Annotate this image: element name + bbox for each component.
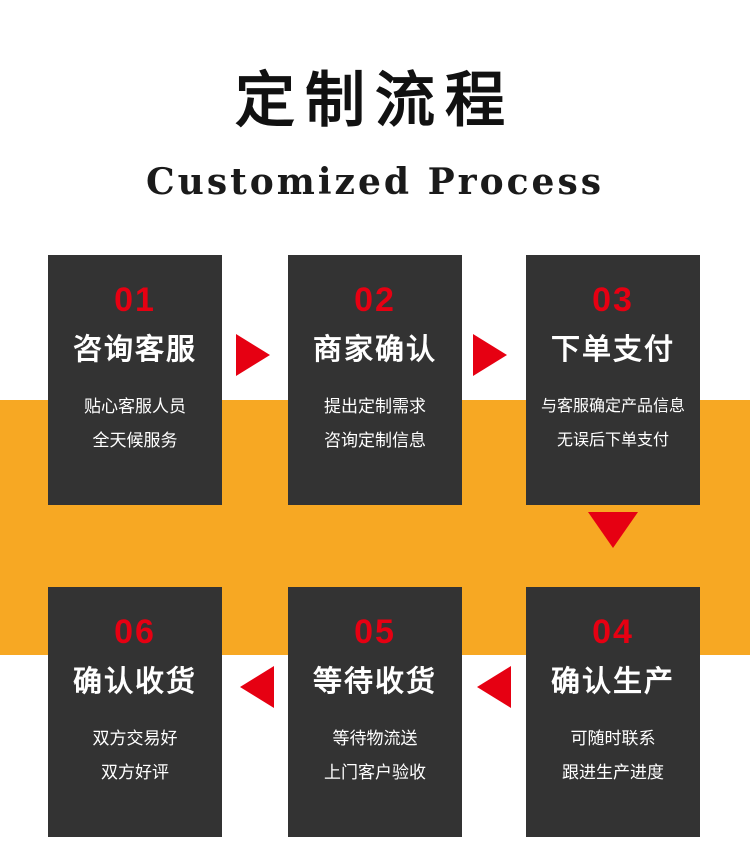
arrow-right-icon <box>473 334 507 376</box>
step-title: 确认生产 <box>550 666 675 698</box>
step-card-05: 05 等待收货 等待物流送 上门客户验收 <box>288 587 462 837</box>
step-number: 01 <box>114 281 156 319</box>
step-desc-line: 双方好评 <box>101 763 169 782</box>
step-title: 咨询客服 <box>72 334 197 366</box>
step-number: 04 <box>592 613 634 651</box>
step-card-03: 03 下单支付 与客服确定产品信息 无误后下单支付 <box>526 255 700 505</box>
step-number: 06 <box>114 613 156 651</box>
step-title: 确认收货 <box>72 666 197 698</box>
arrow-left-icon <box>477 666 511 708</box>
step-desc-line: 提出定制需求 <box>324 397 426 416</box>
arrow-down-icon <box>588 512 638 548</box>
step-card-06: 06 确认收货 双方交易好 双方好评 <box>48 587 222 837</box>
step-title: 商家确认 <box>312 334 437 366</box>
arrow-right-icon <box>236 334 270 376</box>
step-desc-line: 可随时联系 <box>570 729 656 748</box>
step-desc-line: 全天候服务 <box>92 431 178 450</box>
page-title: 定制流程 <box>235 66 515 136</box>
step-description: 可随时联系 跟进生产进度 <box>526 722 700 790</box>
step-number: 03 <box>592 281 634 319</box>
step-description: 贴心客服人员 全天候服务 <box>48 390 222 458</box>
step-title: 等待收货 <box>312 666 437 698</box>
step-card-02: 02 商家确认 提出定制需求 咨询定制信息 <box>288 255 462 505</box>
step-description: 与客服确定产品信息 无误后下单支付 <box>526 390 700 458</box>
step-desc-line: 上门客户验收 <box>324 763 426 782</box>
step-number: 05 <box>354 613 396 651</box>
step-title: 下单支付 <box>550 334 675 366</box>
step-description: 提出定制需求 咨询定制信息 <box>288 390 462 458</box>
header: 定制流程 Customized Process <box>0 0 750 203</box>
step-description: 双方交易好 双方好评 <box>48 722 222 790</box>
step-description: 等待物流送 上门客户验收 <box>288 722 462 790</box>
step-desc-line: 双方交易好 <box>92 729 178 748</box>
step-card-01: 01 咨询客服 贴心客服人员 全天候服务 <box>48 255 222 505</box>
arrow-left-icon <box>240 666 274 708</box>
step-desc-line: 跟进生产进度 <box>562 763 664 782</box>
step-desc-line: 与客服确定产品信息 <box>540 398 685 415</box>
step-desc-line: 无误后下单支付 <box>556 432 669 449</box>
page-subtitle: Customized Process <box>146 161 604 203</box>
step-number: 02 <box>354 281 396 319</box>
step-desc-line: 等待物流送 <box>332 729 418 748</box>
step-card-04: 04 确认生产 可随时联系 跟进生产进度 <box>526 587 700 837</box>
step-desc-line: 贴心客服人员 <box>84 397 186 416</box>
step-desc-line: 咨询定制信息 <box>324 431 426 450</box>
